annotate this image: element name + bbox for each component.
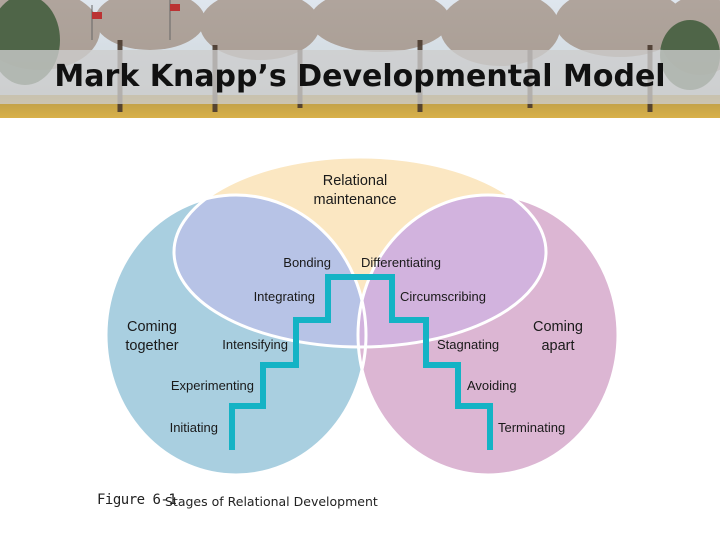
stage-avoiding: Avoiding — [467, 378, 517, 393]
slide-title: Mark Knapp’s Developmental Model — [54, 59, 666, 94]
region-right-text: Coming apart — [533, 319, 583, 354]
region-label-right: Coming apart — [518, 318, 598, 356]
region-label-left: Coming together — [112, 318, 192, 356]
stage-experimenting: Experimenting — [170, 378, 254, 393]
figure-number: Figure 6-1 — [97, 492, 177, 508]
region-left-text: Coming together — [125, 319, 179, 354]
left-circle-outline — [104, 193, 368, 477]
stage-initiating: Initiating — [169, 420, 218, 435]
stage-terminating: Terminating — [498, 420, 566, 435]
stage-integrating: Integrating — [253, 289, 315, 304]
stage-bonding: Bonding — [283, 255, 331, 270]
stages-staircase — [229, 274, 493, 450]
relational-development-diagram — [104, 155, 620, 477]
top-ellipse-outline — [172, 155, 548, 349]
right-circle-outline — [356, 193, 620, 477]
stage-stagnating: Stagnating — [437, 337, 500, 352]
stage-intensifying: Intensifying — [222, 337, 288, 352]
title-band — [0, 50, 720, 104]
figure-caption: Stages of Relational Development — [165, 494, 378, 509]
region-top-text: Relational maintenance — [313, 173, 397, 208]
region-label-top: Relational maintenance — [305, 172, 405, 210]
stage-differentiating: Differentiating — [361, 255, 441, 270]
stage-circumscribing: Circumscribing — [400, 289, 486, 304]
